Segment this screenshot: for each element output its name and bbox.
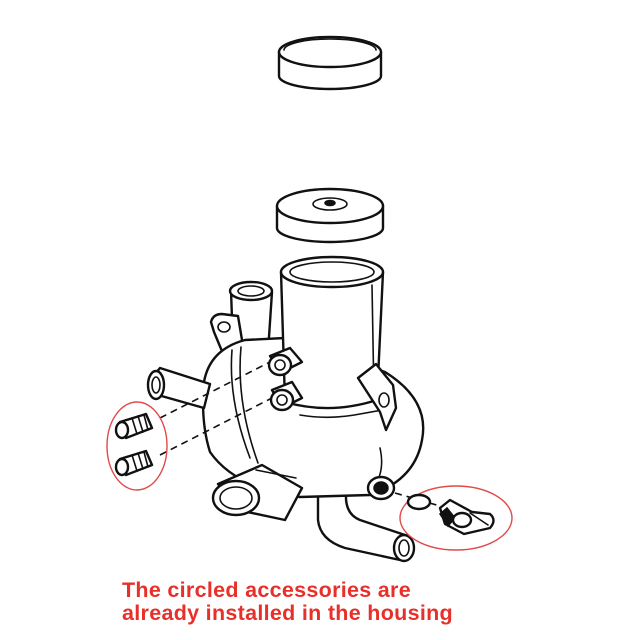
main-column	[279, 255, 385, 410]
o-ring	[406, 493, 432, 511]
side-ports	[267, 346, 304, 412]
caption-line-2: already installed in the housing	[122, 601, 453, 625]
caption-line-1: The circled accessories are	[122, 578, 411, 602]
left-inlet-pipe	[146, 366, 212, 410]
fitting-lower	[114, 449, 154, 477]
top-cap	[277, 35, 383, 91]
bottom-inlet-pipe	[211, 463, 304, 522]
alignment-lines	[159, 361, 441, 507]
drain-port	[366, 475, 396, 501]
filter-cap	[275, 187, 385, 244]
circled-accessories-right	[399, 485, 513, 551]
fitting-upper	[114, 412, 154, 440]
right-mount-tab	[356, 362, 398, 432]
drain-screw	[438, 498, 495, 536]
circled-fittings-left	[106, 401, 168, 491]
lower-outlet-tube	[316, 492, 416, 563]
